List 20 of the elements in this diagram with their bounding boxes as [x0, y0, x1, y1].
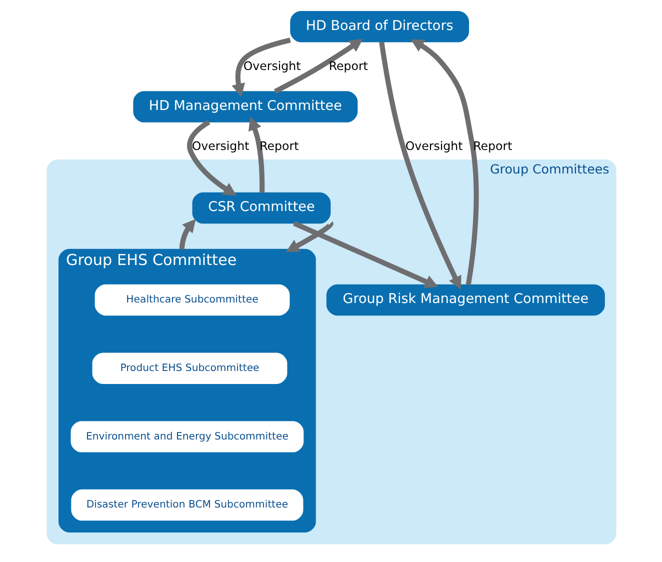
edge-label: Oversight	[191, 138, 249, 153]
arrow	[292, 220, 438, 288]
edge-label: Oversight	[242, 58, 300, 73]
node-box: Disaster Prevention BCM Subcommittee	[70, 489, 303, 521]
arrow	[178, 219, 196, 250]
arrow	[378, 42, 461, 290]
node-box: HD Board of Directors	[290, 10, 469, 42]
arrow	[285, 222, 333, 252]
edge-label: Report	[328, 58, 368, 73]
node-box: Group Risk Management Committee	[326, 284, 604, 316]
node-box: Product EHS Subcommittee	[92, 352, 287, 384]
arrow	[274, 38, 363, 94]
node-box: HD Management Committee	[132, 91, 358, 122]
node-box: Environment and Energy Subcommittee	[70, 421, 304, 452]
edge-label: Oversight	[404, 138, 462, 153]
node-box: CSR Committee	[192, 192, 330, 224]
node-box: Healthcare Subcommittee	[94, 284, 290, 316]
arrow	[231, 38, 290, 97]
arrow	[248, 116, 264, 193]
arrow	[410, 39, 478, 286]
